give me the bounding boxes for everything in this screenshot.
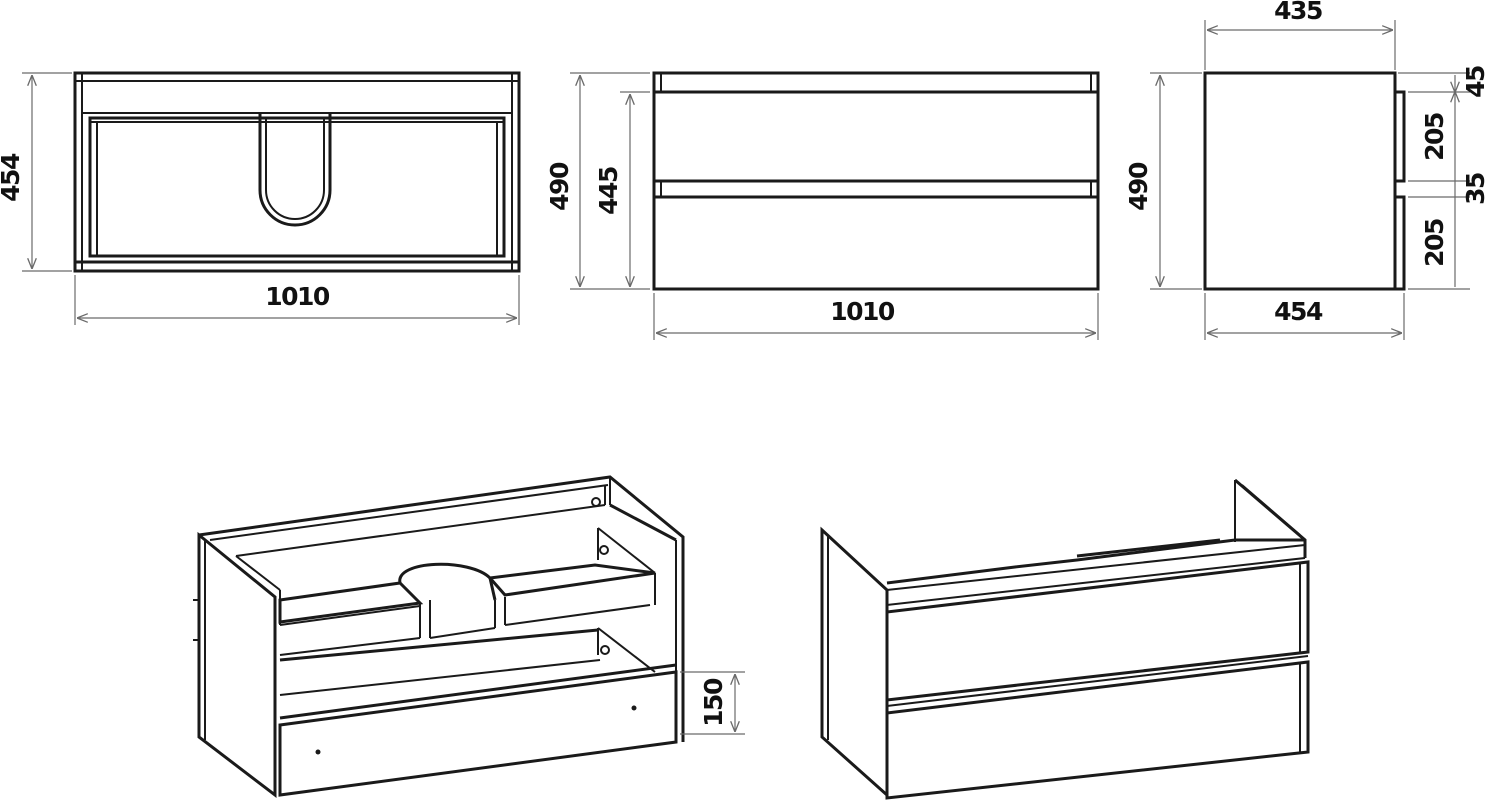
iso-open-height-label: 150 (699, 678, 728, 727)
side-view-depth-label: 435 (1274, 0, 1322, 25)
front-view: 490 445 1010 (545, 71, 1100, 340)
siphon-cutout (258, 113, 332, 227)
front-view-width-label: 1010 (830, 297, 895, 326)
side-view-overall-depth-dim: 454 (1204, 293, 1405, 340)
iso-open-height-dim: 150 (680, 671, 745, 735)
front-view-front-height-label: 445 (594, 167, 623, 215)
side-view-upper-drawer-label: 205 (1420, 113, 1449, 161)
front-view-width-dim: 1010 (653, 293, 1099, 340)
iso-closed-view (820, 478, 1310, 800)
side-view-top-label: 45 (1461, 66, 1490, 98)
top-view-outline (73, 71, 521, 273)
side-view-segment-dims: 45 205 35 205 (1398, 66, 1490, 290)
side-view-height-dim: 490 (1124, 72, 1202, 290)
side-view-lower-drawer-label: 205 (1420, 219, 1449, 267)
side-view-gap-label: 35 (1461, 173, 1490, 205)
top-view: 1010 454 (0, 71, 521, 325)
drawer-front-hatched (278, 670, 678, 797)
side-view-height-label: 490 (1124, 162, 1153, 211)
front-view-height-label: 490 (545, 162, 574, 211)
top-view-depth-label: 454 (0, 153, 25, 202)
side-view-outline (1203, 71, 1406, 291)
top-view-width-dim: 1010 (74, 275, 520, 325)
front-view-front-height-dim: 445 (594, 91, 650, 287)
front-view-outline (652, 71, 1100, 291)
top-view-depth-dim: 454 (0, 72, 72, 272)
side-view: 435 490 454 45 205 35 205 (1124, 0, 1490, 340)
front-view-height-dim: 490 (545, 72, 650, 290)
iso-open-view: 150 (193, 475, 745, 799)
side-view-overall-depth-label: 454 (1274, 297, 1323, 326)
top-view-width-label: 1010 (265, 282, 330, 311)
side-view-depth-dim: 435 (1204, 0, 1396, 70)
